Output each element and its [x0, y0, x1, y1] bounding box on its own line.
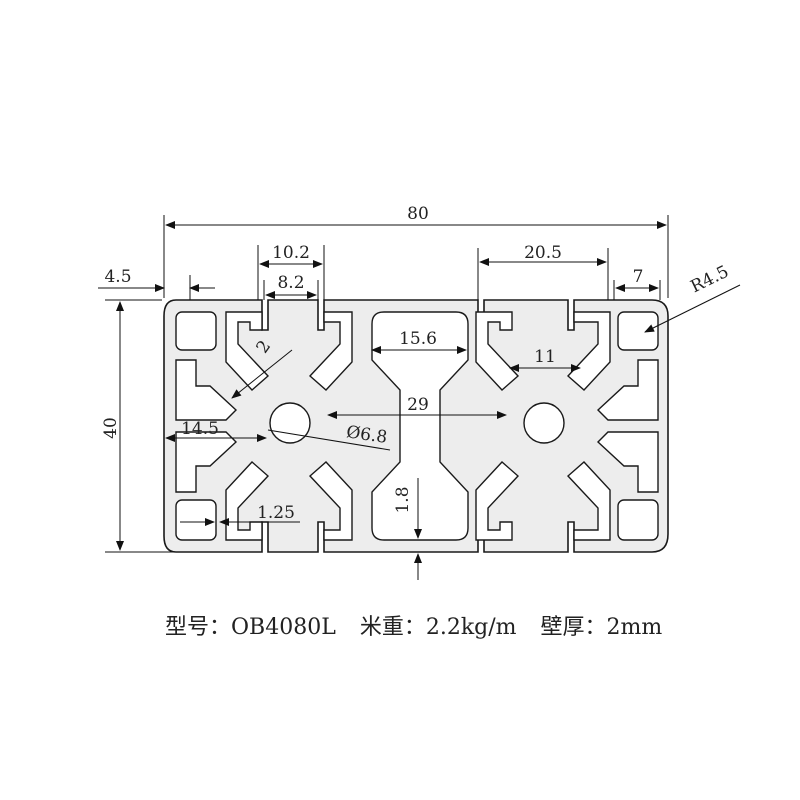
dim-corner-wall: 1.25	[257, 503, 295, 523]
left-center-hole	[269, 402, 311, 444]
thickness-label: 壁厚：	[541, 615, 607, 640]
thickness-value: 2mm	[607, 615, 663, 640]
aluminum-profile	[163, 299, 669, 553]
dim-corner-gap: 20.5	[524, 243, 562, 263]
weight-value: 2.2kg/m	[426, 615, 517, 640]
dim-overall-height: 40	[101, 417, 121, 439]
spec-caption: 型号：OB4080L 米重：2.2kg/m 壁厚：2mm	[165, 615, 662, 640]
weight-label: 米重：	[360, 615, 426, 640]
dim-node-width: 11	[534, 347, 556, 367]
dim-overall-width: 80	[407, 204, 429, 224]
model-label: 型号：	[165, 615, 231, 640]
right-center-hole	[523, 402, 565, 444]
dim-edge-offset: 4.5	[104, 267, 131, 287]
dim-slot-inner: 8.2	[277, 273, 304, 293]
model-value: OB4080L	[231, 615, 336, 640]
dim-node-pitch: 29	[407, 395, 429, 415]
dim-center-offset: 14.5	[181, 419, 219, 439]
dim-wall-thickness: 1.8	[393, 486, 413, 513]
dimension-lines	[98, 215, 741, 580]
dim-center-cavity: 15.6	[399, 329, 437, 349]
dim-corner-width: 7	[633, 267, 644, 287]
dim-slot-outer: 10.2	[272, 243, 310, 263]
